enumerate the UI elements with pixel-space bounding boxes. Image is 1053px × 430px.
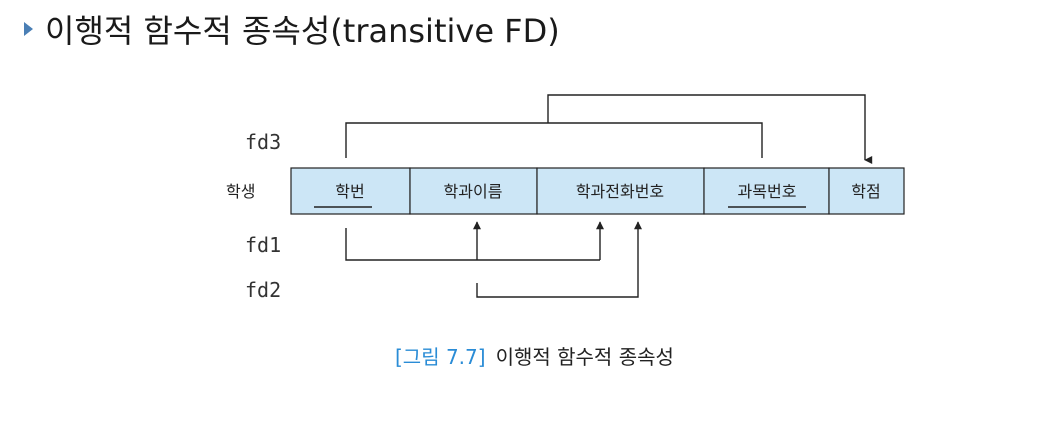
fd2-label: fd2 [245, 278, 281, 302]
attribute-label: 학번 [335, 182, 364, 201]
attribute-cell [536, 167, 705, 215]
figure-number: [그림 7.7] [395, 345, 486, 369]
fd2-arrow [476, 221, 642, 298]
slide-heading: 이행적 함수적 종속성(transitive FD) [24, 6, 560, 52]
attribute-label: 과목번호 [738, 182, 797, 201]
fd3-label: fd3 [245, 130, 281, 154]
attribute-label: 학과이름 [444, 182, 503, 201]
attribute-cell [828, 167, 905, 215]
triangle-bullet-icon [24, 22, 33, 36]
attribute-row: 학번 학과이름 학과전화번호 과목번호 학점 [290, 167, 905, 215]
attribute-label: 학점 [851, 182, 880, 201]
fd1-label: fd1 [245, 233, 281, 257]
relation-name: 학생 [226, 182, 255, 201]
attribute-cell [409, 167, 538, 215]
figure-caption: [그림 7.7] 이행적 함수적 종속성 [395, 341, 674, 370]
heading-title: 이행적 함수적 종속성(transitive FD) [45, 12, 560, 50]
caption-text: 이행적 함수적 종속성 [495, 345, 674, 369]
fd1-arrow [345, 221, 604, 261]
attribute-label: 학과전화번호 [576, 182, 664, 201]
fd3-arrow [345, 94, 873, 164]
